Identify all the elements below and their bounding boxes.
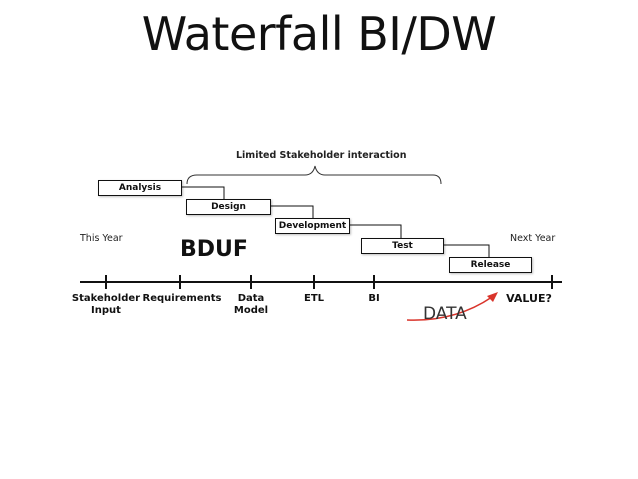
phase-analysis: Analysis	[98, 180, 182, 196]
milestone-requirements: Requirements	[142, 293, 222, 304]
milestone-stakeholder-input: Stakeholder Input	[71, 293, 141, 316]
bduf-label: BDUF	[180, 237, 248, 262]
data-arrow	[406, 296, 493, 321]
phase-development: Development	[275, 218, 350, 234]
connector-analysis-design	[181, 186, 225, 199]
phase-design: Design	[186, 199, 271, 215]
next-year-label: Next Year	[510, 233, 556, 244]
slide-title: Waterfall BI/DW	[141, 7, 497, 61]
milestone-etl: ETL	[303, 293, 325, 304]
milestone-data-model: Data Model	[233, 293, 269, 316]
interaction-label: Limited Stakeholder interaction	[236, 150, 407, 161]
interaction-brace	[186, 165, 442, 185]
connector-development-test	[349, 224, 402, 238]
data-arrow-head	[487, 292, 498, 302]
phase-test: Test	[361, 238, 444, 254]
connector-design-development	[270, 205, 314, 218]
milestone-value: VALUE?	[506, 292, 552, 305]
milestone-bi: BI	[368, 293, 380, 304]
this-year-label: This Year	[80, 233, 123, 244]
connector-test-release	[443, 244, 490, 257]
phase-release: Release	[449, 257, 532, 273]
data-label: DATA	[423, 304, 467, 324]
